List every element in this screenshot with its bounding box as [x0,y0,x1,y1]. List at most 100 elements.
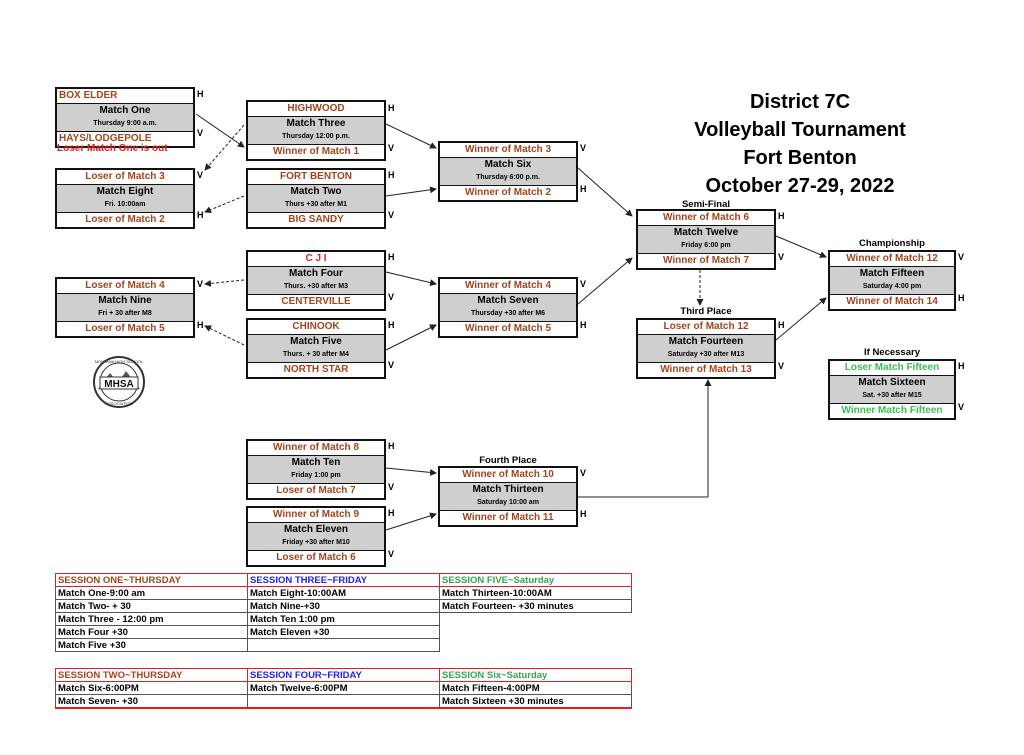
connector-line [385,271,437,287]
session-row: Match Two- + 30 Match Nine-+30 Match Fou… [55,599,632,613]
match-fourteen-home-team: Loser of Match 12 [663,321,749,332]
session-row: Match Four +30 Match Eleven +30 [55,625,632,639]
loser-match-one-note: Loser Match One is out [57,143,168,154]
session-cell: Match Five +30 [55,638,248,652]
session-cell [247,694,440,709]
match-four-box: C J I Match Four Thurs. +30 after M3 CEN… [246,250,386,311]
title-line-4: October 27-29, 2022 [705,175,895,197]
match-one-box: BOX ELDER Match One Thursday 9:00 a.m. H… [55,87,195,148]
match-ten-info: Match Ten Friday 1:00 pm [248,455,384,484]
title-line-2: Volleyball Tournament [694,119,906,141]
session-cell: Match Seven- +30 [55,694,248,709]
session-cell: Match One-9:00 am [55,586,248,600]
match-nine-home-team: Loser of Match 4 [85,280,165,291]
match-seven-visitor-team: Winner of Match 5 [464,323,552,334]
title-line-3: Fort Benton [743,147,857,169]
match-three-info: Match Three Thursday 12:00 p.m. [248,116,384,145]
match-one-name: Match One [99,105,151,116]
match-seven-time: Thursday +30 after M6 [470,310,546,317]
match-five-name: Match Five [290,336,342,347]
logo-ring-bottom: ASSOCIATION [105,401,132,406]
home-marker: H [388,508,395,518]
match-seven-box: Winner of Match 4 Match Seven Thursday +… [438,277,578,338]
match-ten-time: Friday 1:00 pm [291,472,341,479]
match-four-info: Match Four Thurs. +30 after M3 [248,266,384,295]
visitor-marker: V [778,252,785,262]
match-eight-box: Loser of Match 3 Match Eight Fri. 10:00a… [55,168,195,229]
visitor-marker: V [580,143,587,153]
session-cell: Match Two- + 30 [55,599,248,613]
home-marker: H [197,320,204,330]
session-row: Match Five +30 [55,638,632,652]
match-four-home-team: C J I [305,253,327,264]
match-eleven-time: Friday +30 after M10 [282,539,350,546]
match-one-home-team: BOX ELDER [59,90,118,101]
connector-line [775,297,827,341]
home-marker: H [958,361,965,371]
home-marker: H [388,103,395,113]
match-six-home-team: Winner of Match 3 [464,144,552,155]
match-eleven-home-team: Winner of Match 9 [272,509,360,520]
match-ten-visitor-team: Loser of Match 7 [276,485,356,496]
connector-line [204,279,245,287]
session-header: SESSION FIVE~Saturday [439,573,632,587]
match-nine-box: Loser of Match 4 Match Nine Fri + 30 aft… [55,277,195,338]
match-eight-home-team: Loser of Match 3 [85,171,165,182]
session-cell: Match Eight-10:00AM [247,586,440,600]
session-cell: Match Eleven +30 [247,625,440,639]
match-thirteen-home-team: Winner of Match 10 [462,469,554,480]
match-sixteen-home-team: Loser Match Fifteen [844,362,940,373]
session-cell: Match Ten 1:00 pm [247,612,440,626]
match-fifteen-visitor-team: Winner of Match 14 [846,296,938,307]
match-seven-name: Match Seven [477,295,539,306]
match-thirteen-name: Match Thirteen [472,484,544,495]
visitor-marker: V [388,210,395,220]
connector-line [577,257,633,305]
match-five-home-team: CHINOOK [292,321,340,332]
match-twelve-home-team: Winner of Match 6 [662,212,750,223]
visitor-marker: V [580,279,587,289]
match-nine-time: Fri + 30 after M8 [98,310,152,317]
session-cell [440,626,632,639]
match-six-name: Match Six [484,159,532,170]
match-fourteen-box: Loser of Match 12 Match Fourteen Saturda… [636,318,776,379]
match-six-info: Match Six Thursday 6:00 p.m. [440,157,576,186]
visitor-marker: V [388,549,395,559]
match-five-time: Thurs. + 30 after M4 [283,351,349,358]
match-fourteen-info: Match Fourteen Saturday +30 after M13 [638,334,774,363]
match-eight-time: Fri. 10:00am [104,201,146,208]
session-cell: Match Sixteen +30 minutes [439,694,632,709]
match-four-name: Match Four [289,268,343,279]
match-fourteen-time: Saturday +30 after M13 [667,351,745,358]
match-nine-visitor-team: Loser of Match 5 [85,323,165,334]
home-marker: H [388,170,395,180]
visitor-marker: V [388,143,395,153]
session-schedule-table-bottom: SESSION TWO~THURSDAY SESSION FOUR~FRIDAY… [55,668,632,709]
home-marker: H [778,211,785,221]
match-one-visitor-team: HAYS/LODGEPOLE [59,133,152,144]
match-one-time: Thursday 9:00 a.m. [93,120,157,127]
home-marker: H [958,293,965,303]
session-cell: Match Thirteen-10:00AM [439,586,632,600]
visitor-marker: V [388,292,395,302]
semi-final-label: Semi-Final [681,199,731,210]
match-four-visitor-team: CENTERVILLE [281,296,351,307]
fourth-place-label: Fourth Place [479,455,537,466]
match-two-name: Match Two [290,186,342,197]
match-two-visitor-team: BIG SANDY [288,214,344,225]
match-fourteen-visitor-team: Winner of Match 13 [660,364,752,375]
session-schedule-table-top: SESSION ONE~THURSDAY SESSION THREE~FRIDA… [55,573,632,652]
visitor-marker: V [580,468,587,478]
session-cell: Match Nine-+30 [247,599,440,613]
match-three-time: Thursday 12:00 p.m. [282,133,350,140]
match-sixteen-visitor-team: Winner Match Fifteen [841,405,943,416]
session-cell: Match Three - 12:00 pm [55,612,248,626]
match-three-box: HIGHWOOD Match Three Thursday 12:00 p.m.… [246,100,386,161]
session-row: Match Six-6:00PM Match Twelve-6:00PM Mat… [55,681,632,695]
match-six-visitor-team: Winner of Match 2 [464,187,552,198]
match-two-box: FORT BENTON Match Two Thurs +30 after M1… [246,168,386,229]
match-eleven-visitor-team: Loser of Match 6 [276,552,356,563]
connector-line [577,167,633,217]
home-marker: H [778,320,785,330]
home-marker: H [580,509,587,519]
